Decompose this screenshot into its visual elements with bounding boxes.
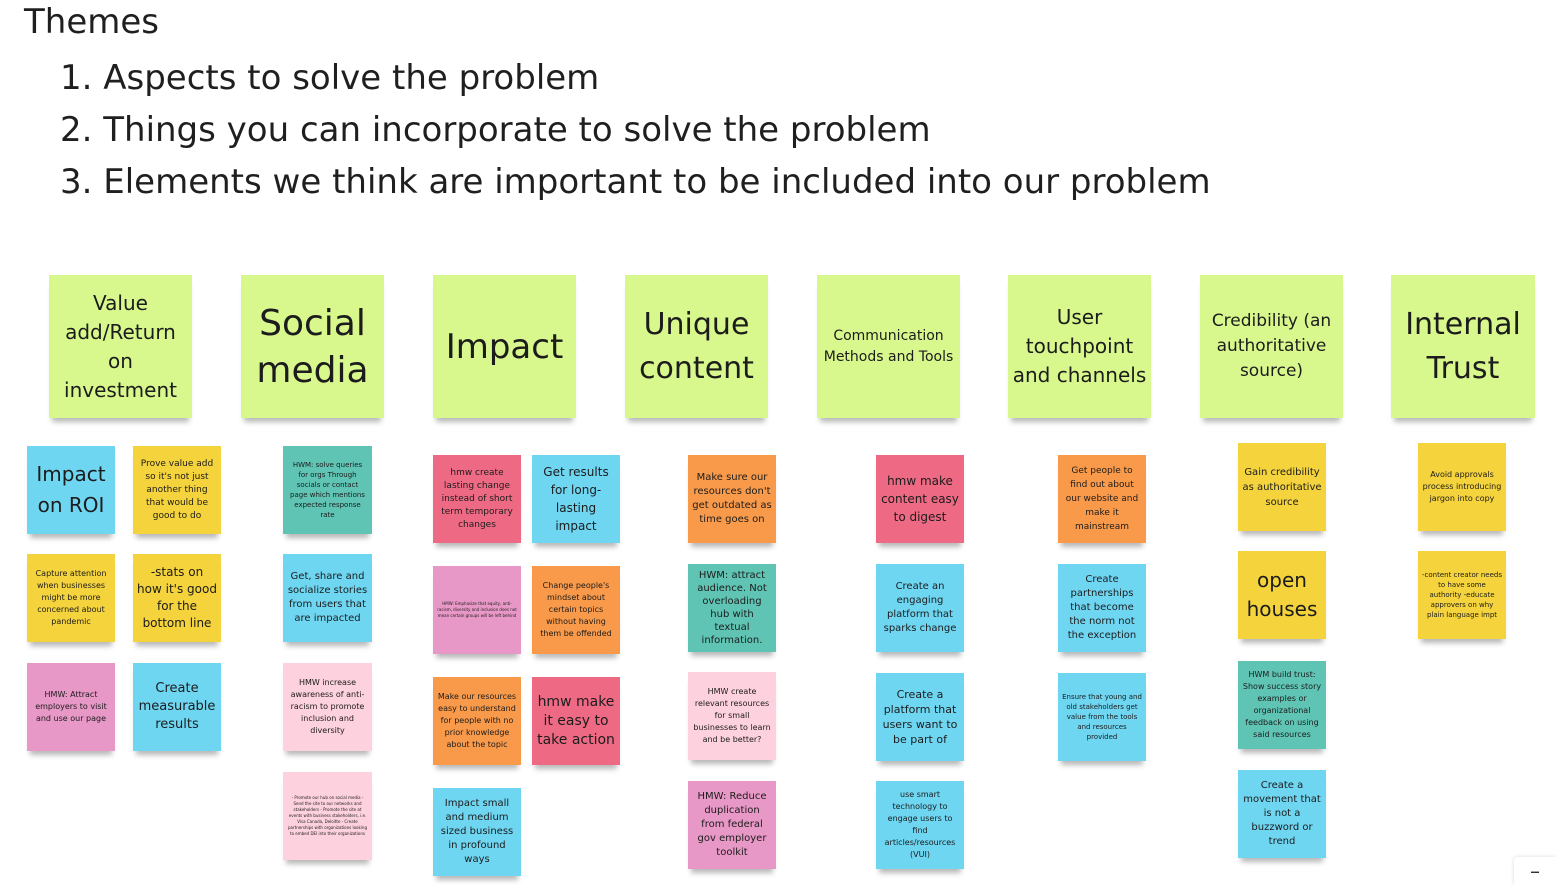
sticky-note[interactable]: Create a platform that users want to be … <box>876 673 964 761</box>
sticky-note[interactable]: hmw create lasting change instead of sho… <box>433 455 521 543</box>
sticky-note[interactable]: Create measurable results <box>133 663 221 751</box>
sticky-note[interactable]: Get people to find out about our website… <box>1058 455 1146 543</box>
sticky-note[interactable]: open houses <box>1238 551 1326 639</box>
category-sticky[interactable]: Internal Trust <box>1391 275 1535 418</box>
sticky-note[interactable]: -content creator needs to have some auth… <box>1418 551 1506 639</box>
sticky-note[interactable]: Impact on ROI <box>27 446 115 534</box>
themes-list: 1. Aspects to solve the problem 2. Thing… <box>60 52 1211 208</box>
sticky-note[interactable]: Create a movement that is not a buzzword… <box>1238 770 1326 858</box>
sticky-note[interactable]: Create partnerships that become the norm… <box>1058 564 1146 652</box>
sticky-note[interactable]: hmw make it easy to take action <box>532 677 620 765</box>
category-sticky[interactable]: Impact <box>433 275 576 418</box>
sticky-note[interactable]: Get, share and socialize stories from us… <box>283 554 372 642</box>
category-sticky[interactable]: Value add/Return on investment <box>49 275 192 418</box>
sticky-note[interactable]: Get results for long-lasting impact <box>532 455 620 543</box>
sticky-note[interactable]: Prove value add so it's not just another… <box>133 446 221 534</box>
category-sticky[interactable]: Social media <box>241 275 384 418</box>
sticky-note[interactable]: Capture attention when businesses might … <box>27 554 115 642</box>
sticky-note[interactable]: hmw make content easy to digest <box>876 455 964 543</box>
sticky-note[interactable]: Ensure that young and old stakeholders g… <box>1058 673 1146 761</box>
sticky-note[interactable]: Make sure our resources don't get outdat… <box>688 455 776 543</box>
sticky-note[interactable]: Make our resources easy to understand fo… <box>433 677 521 765</box>
category-sticky[interactable]: Unique content <box>625 275 768 418</box>
theme-item: 1. Aspects to solve the problem <box>60 58 600 98</box>
sticky-note[interactable]: HWM build trust: Show success story exam… <box>1238 661 1326 749</box>
sticky-note[interactable]: HMW: Emphasize that equity, anti-racism,… <box>433 566 521 654</box>
sticky-note[interactable]: Avoid approvals process introducing jarg… <box>1418 443 1506 531</box>
sticky-note[interactable]: HMW increase awareness of anti-racism to… <box>283 663 372 751</box>
minus-icon: – <box>1530 859 1540 883</box>
category-sticky[interactable]: Credibility (an authoritative source) <box>1200 275 1343 418</box>
category-sticky[interactable]: Communication Methods and Tools <box>817 275 960 418</box>
sticky-note[interactable]: HMW create relevant resources for small … <box>688 672 776 760</box>
theme-item: 3. Elements we think are important to be… <box>60 162 1211 202</box>
sticky-note[interactable]: use smart technology to engage users to … <box>876 781 964 869</box>
sticky-note[interactable]: Gain credibility as authoritative source <box>1238 443 1326 531</box>
sticky-note[interactable]: Change people's mindset about certain to… <box>532 566 620 654</box>
sticky-note[interactable]: HMW: Attract employers to visit and use … <box>27 663 115 751</box>
sticky-note[interactable]: HWM: attract audience. Not overloading h… <box>688 564 776 652</box>
themes-title: Themes <box>24 2 159 42</box>
sticky-note[interactable]: HMW: Reduce duplication from federal gov… <box>688 781 776 869</box>
theme-item: 2. Things you can incorporate to solve t… <box>60 110 931 150</box>
zoom-out-button[interactable]: – <box>1514 857 1556 885</box>
sticky-note[interactable]: HWM: solve queries for orgs Through soci… <box>283 446 372 534</box>
category-sticky[interactable]: User touchpoint and channels <box>1008 275 1151 418</box>
sticky-note[interactable]: - Promote our hub on social media - Send… <box>283 772 372 860</box>
sticky-note[interactable]: -stats on how it's good for the bottom l… <box>133 554 221 642</box>
sticky-note[interactable]: Create an engaging platform that sparks … <box>876 564 964 652</box>
sticky-note[interactable]: Impact small and medium sized business i… <box>433 788 521 876</box>
